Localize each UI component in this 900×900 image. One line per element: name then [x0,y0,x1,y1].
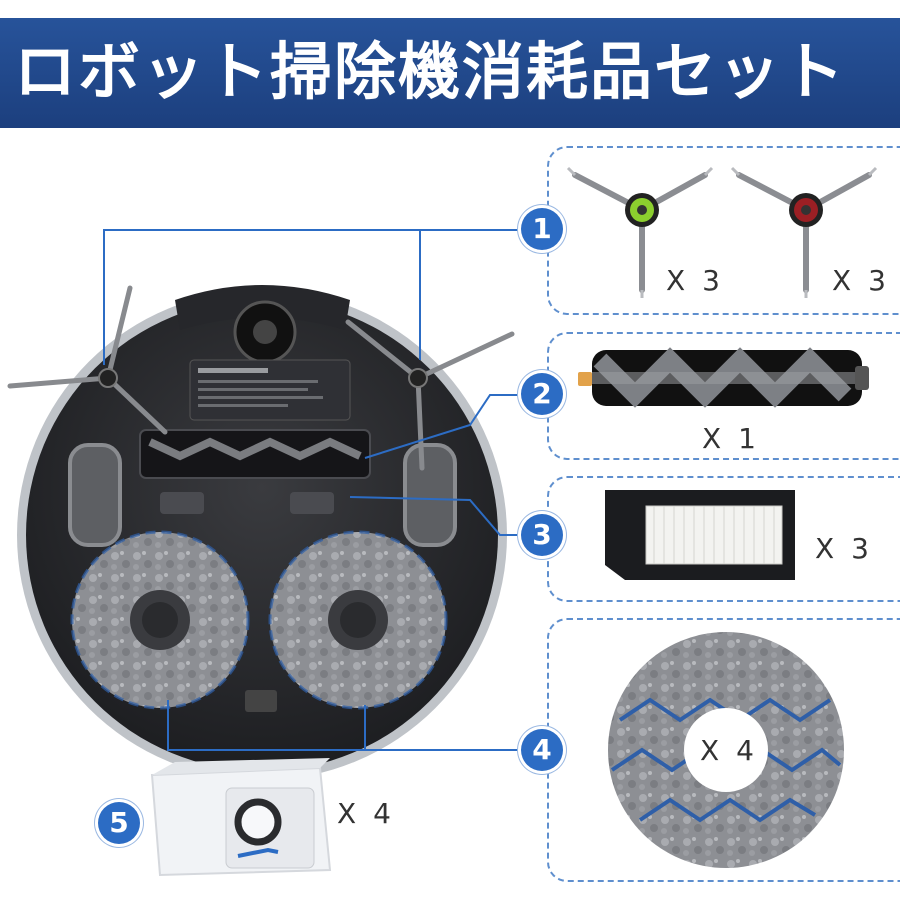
callout-lines [103,229,526,751]
quantity-side-brush-green: X 3 [666,264,724,297]
badge-2: 2 [521,373,563,415]
quantity-filter: X 3 [815,532,873,565]
mop-pad-icon [608,632,844,868]
roller-brush-icon [578,347,869,408]
badge-5: 5 [98,802,140,844]
robot-vacuum-icon [7,285,515,780]
quantity-side-brush-red: X 3 [832,264,890,297]
side-brush-red-icon [730,166,878,298]
quantity-mop-pad: X 4 [700,734,758,767]
quantity-roller-brush: X 1 [702,422,760,455]
quantity-dust-bag: X 4 [337,797,395,830]
title-banner: ロボット掃除機消耗品セット [0,18,900,128]
page-title: ロボット掃除機消耗品セット [14,35,847,108]
badge-4: 4 [521,729,563,771]
dust-bag-icon [150,758,332,877]
side-brush-green-icon [566,166,714,298]
badge-3: 3 [521,514,563,556]
filter-icon [605,490,795,580]
badge-1: 1 [521,208,563,250]
